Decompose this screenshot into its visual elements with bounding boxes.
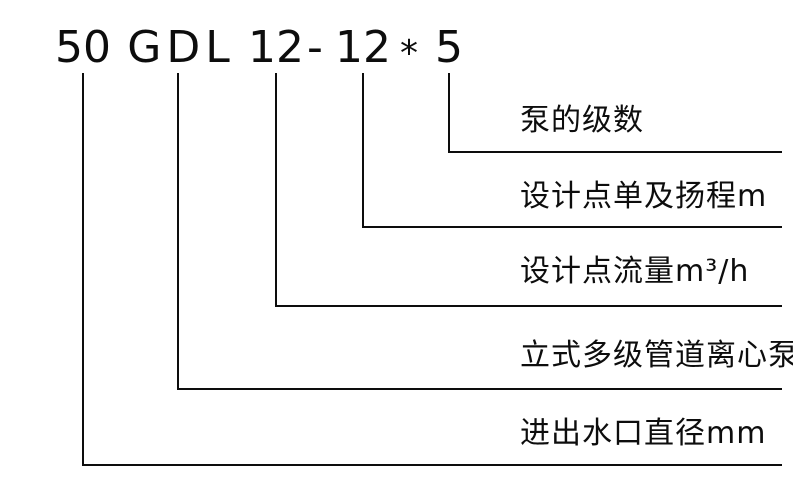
connector-pump-type-hline	[177, 388, 782, 390]
label-design-point-head: 设计点单及扬程m	[520, 179, 768, 214]
connector-design-flow-hline	[275, 305, 782, 307]
label-design-point-flow: 设计点流量m³/h	[520, 254, 750, 289]
model-separator-asterisk: *	[400, 33, 418, 74]
connector-design-head-hline	[362, 226, 782, 228]
connector-pump-stages-hline	[448, 151, 782, 153]
connector-port-diameter-vline	[82, 73, 84, 466]
model-part-stages-5: 5	[435, 22, 463, 73]
connector-design-flow-vline	[275, 73, 277, 307]
model-separator-hyphen: -	[307, 22, 323, 73]
connector-pump-stages-vline	[448, 73, 450, 153]
connector-port-diameter-hline	[82, 464, 782, 466]
model-part-series-gdl: GDL	[127, 22, 235, 73]
label-pump-type: 立式多级管道离心泵	[520, 338, 793, 373]
model-part-flow-12: 12	[248, 22, 304, 73]
model-part-head-12: 12	[335, 22, 391, 73]
model-part-diameter-50: 50	[55, 22, 111, 73]
label-inlet-outlet-diameter: 进出水口直径mm	[520, 416, 767, 451]
connector-pump-type-vline	[177, 73, 179, 390]
label-pump-stages: 泵的级数	[520, 103, 644, 138]
connector-design-head-vline	[362, 73, 364, 228]
